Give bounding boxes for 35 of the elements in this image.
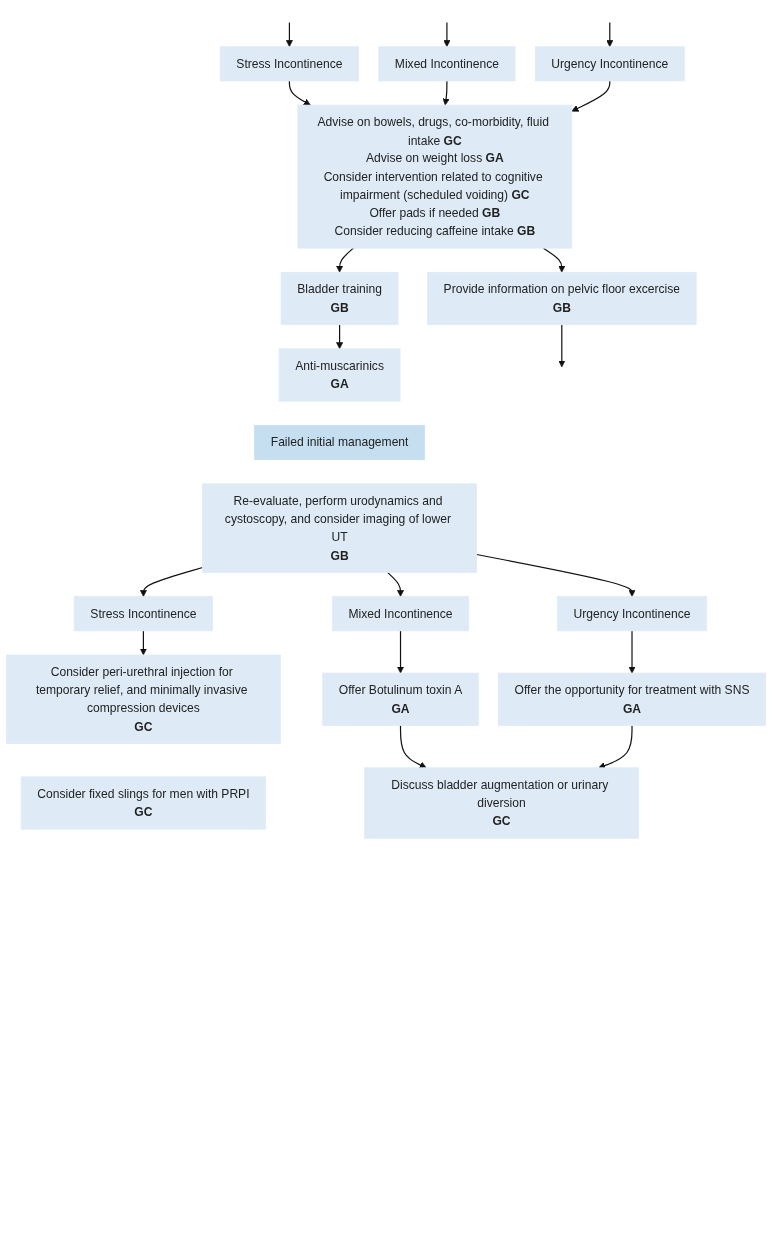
node-box: Stress Incontinence — [219, 46, 359, 82]
arrow — [475, 553, 636, 597]
arrow — [542, 247, 566, 273]
node-box: Provide information on pelvic floor excercise GB — [427, 271, 697, 326]
node-box: Bladder training GB — [280, 271, 399, 326]
node-box: Failed initial management — [254, 424, 425, 461]
arrow — [386, 571, 405, 597]
arrow — [598, 724, 633, 769]
node-box: Mixed Incontinence — [331, 596, 470, 632]
node-box: Consider fixed slings for men with PRPI GC — [20, 776, 267, 830]
node-box: Urgency Incontinence — [557, 596, 707, 632]
arrow — [139, 566, 204, 597]
node-box: Stress Incontinence — [73, 596, 213, 632]
arrow — [396, 630, 405, 674]
arrow — [139, 630, 147, 656]
node-box: Anti-muscarinics GA — [278, 348, 401, 402]
arrow — [442, 80, 450, 106]
arrow — [336, 247, 354, 273]
node-box: Mixed Incontinence — [378, 46, 516, 82]
arrow — [558, 324, 566, 368]
node-box: Urgency Incontinence — [534, 46, 685, 82]
arrow — [288, 80, 311, 106]
arrow — [571, 80, 611, 112]
node-box: Offer the opportunity for treatment with SNS GA — [498, 672, 766, 726]
arrow — [606, 21, 614, 48]
node-box: Discuss bladder augmentation or urinary diversion GC — [364, 767, 639, 839]
node-box: Consider peri-urethral injection for temporary relief, and minimally invasive compression devices GC — [6, 654, 281, 744]
node-box: Offer Botulinum toxin A GA — [322, 672, 479, 726]
arrow — [399, 724, 427, 769]
arrow — [336, 324, 344, 350]
node-box: Re-evaluate, perform urodynamics and cystoscopy, and consider imaging of lower UT GB — [202, 483, 477, 573]
node-box: Advise on bowels, drugs, co-morbidity, fluid intake GC Advise on weight loss GA Consider intervention related to cognitive impairment (scheduled voiding) GC Offer pads if needed GB Consider reducing caffeine intake GB — [297, 104, 573, 249]
arrow — [628, 630, 636, 674]
arrow — [443, 21, 451, 48]
arrow — [285, 21, 293, 48]
